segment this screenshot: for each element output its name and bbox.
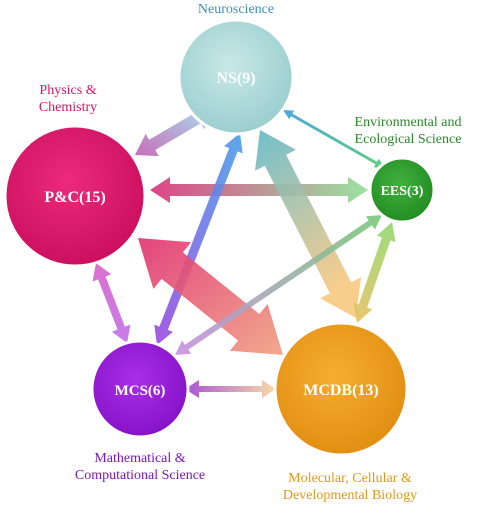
node-pc[interactable]: P&C(15) [3,124,147,268]
caption-ees-line2: Ecological Science [355,132,462,147]
node-ns[interactable]: NS(9) [177,18,295,136]
caption-mcs-line1: Mathematical & [94,451,185,466]
arrow-ns-mcs [154,133,243,345]
caption-mcdb-line2: Developmental Biology [283,488,417,503]
node-mcdb[interactable]: MCDB(13) [273,321,409,457]
node-mcdb-label: MCDB(13) [303,382,379,399]
arrow-ns-pc [135,106,215,157]
node-pc-label: P&C(15) [44,189,105,206]
arrow-ns-ees [283,110,385,168]
caption-ns: Neuroscience [198,2,274,17]
node-mcs-label: MCS(6) [115,383,166,399]
arrow-pc-ees [150,177,368,203]
caption-pc-line1: Physics & [39,83,96,98]
arrow-ns-mcdb [255,130,361,318]
arrow-ees-mcs [175,215,382,355]
arrow-mcs-mcdb [185,380,276,398]
arrow-ees-mcdb [353,222,396,323]
caption-mcdb-line1: Molecular, Cellular & [288,471,412,486]
arrow-pc-mcdb [138,238,283,355]
node-ns-label: NS(9) [216,70,255,87]
node-ees[interactable]: EES(3) [368,156,436,224]
caption-pc-line2: Chemistry [39,100,97,115]
arrows-layer [92,106,396,398]
node-mcs[interactable]: MCS(6) [90,339,190,439]
arrow-pc-mcs [92,263,131,343]
caption-ees-line1: Environmental and [355,115,462,130]
caption-mcs-line2: Computational Science [75,468,205,483]
node-ees-label: EES(3) [381,184,424,199]
